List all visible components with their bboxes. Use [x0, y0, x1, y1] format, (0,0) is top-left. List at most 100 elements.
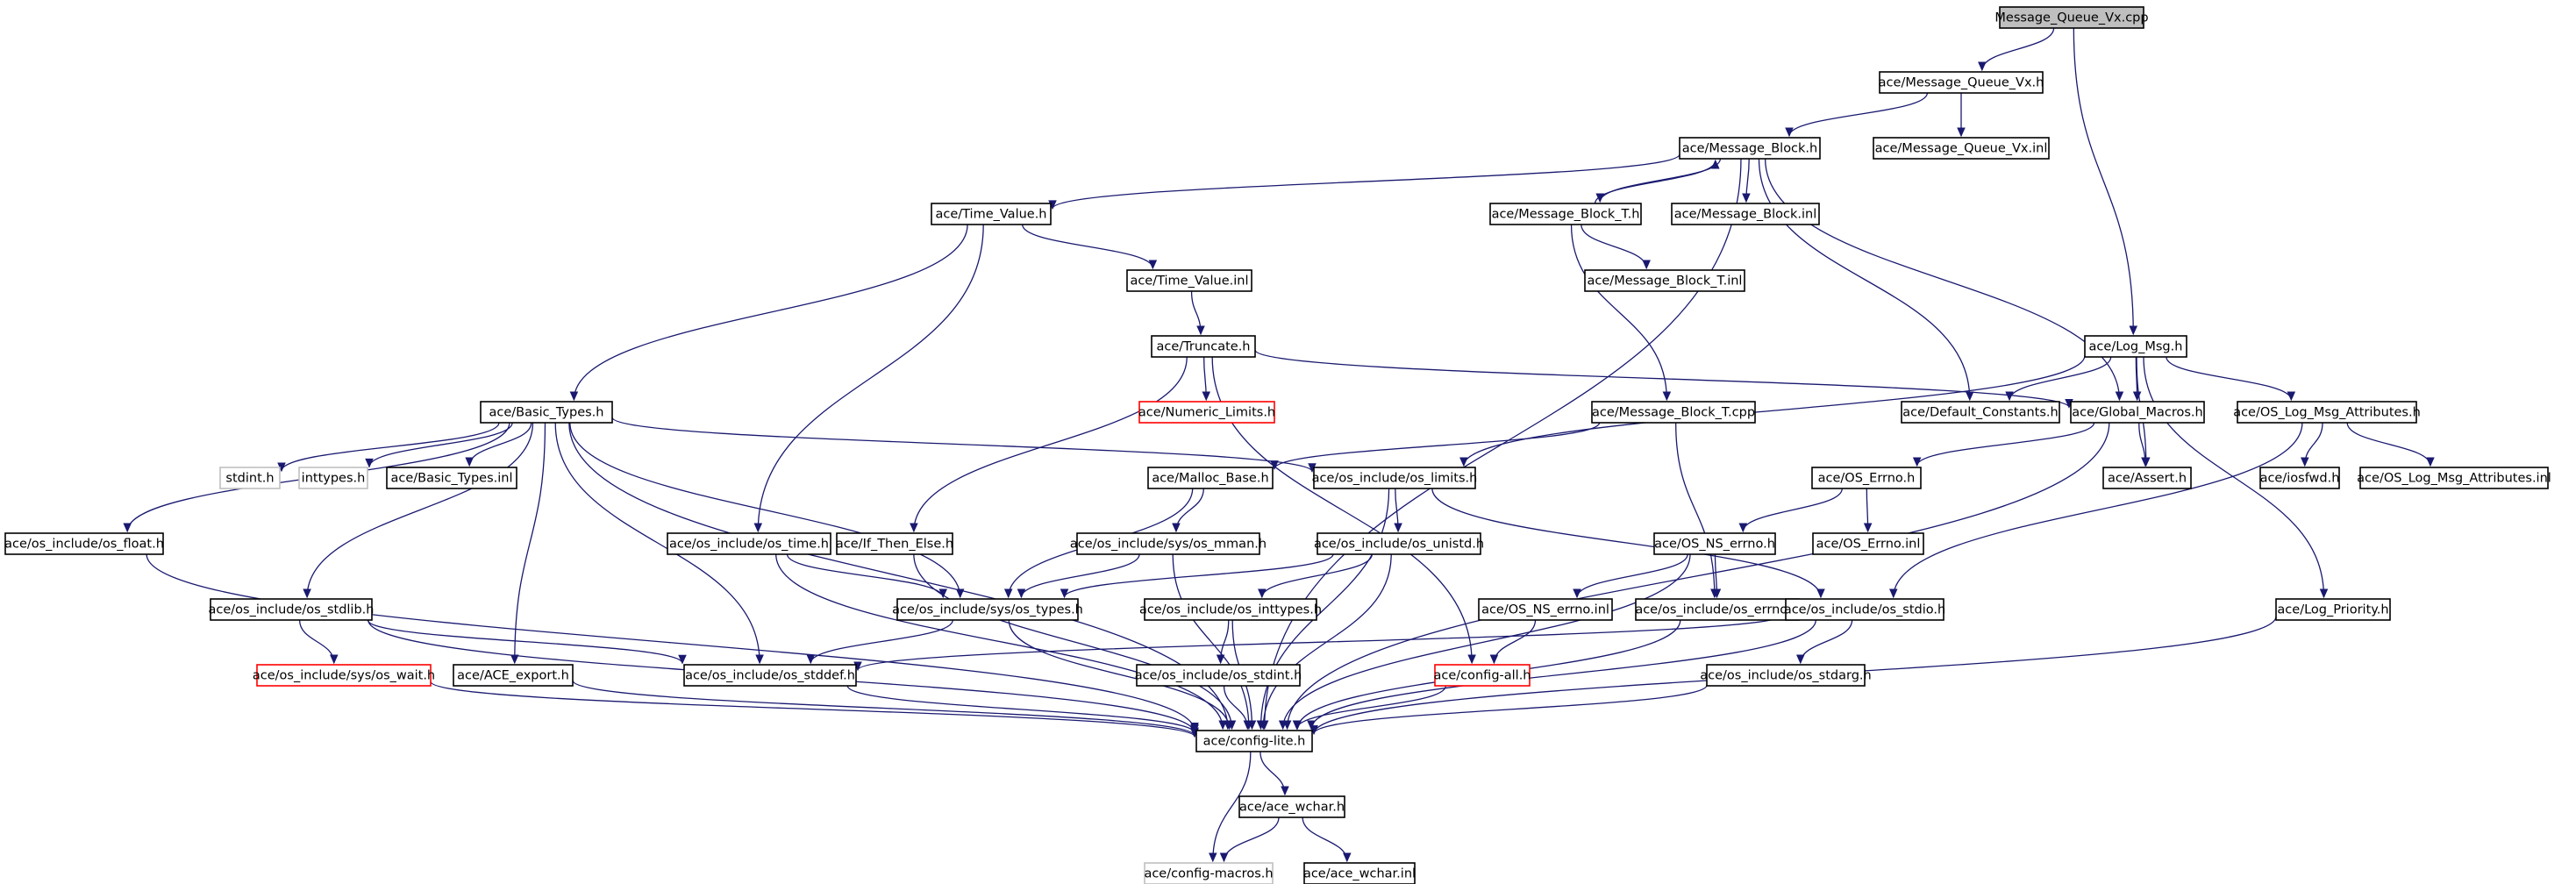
node-box[interactable]	[2070, 401, 2205, 424]
node-box[interactable]	[1195, 730, 1313, 752]
node-box[interactable]	[1706, 664, 1866, 687]
node-numlim-h[interactable]: ace/Numeric_Limits.h	[1138, 401, 1275, 424]
node-box[interactable]	[1679, 137, 1821, 160]
node-box[interactable]	[2259, 467, 2340, 489]
node-box[interactable]	[1785, 598, 1944, 621]
node-errno-h[interactable]: ace/os_include/os_errno.h	[1635, 598, 1800, 621]
node-box[interactable]	[1478, 598, 1613, 621]
node-configall-h[interactable]: ace/config-all.h	[1433, 664, 1531, 687]
node-nserrno-inl[interactable]: ace/OS_NS_errno.inl	[1478, 598, 1613, 621]
node-box[interactable]	[1812, 532, 1924, 555]
node-mb-inl[interactable]: ace/Message_Block.inl	[1671, 203, 1820, 225]
node-box[interactable]	[1238, 795, 1345, 818]
node-box[interactable]	[683, 664, 857, 687]
node-box[interactable]	[1635, 598, 1800, 621]
node-configmacros-h[interactable]: ace/config-macros.h	[1144, 862, 1274, 884]
node-box[interactable]	[1144, 862, 1274, 884]
node-tv-h[interactable]: ace/Time_Value.h	[931, 203, 1052, 225]
node-box[interactable]	[386, 467, 517, 489]
node-float-h[interactable]: ace/os_include/os_float.h	[4, 532, 164, 555]
node-box[interactable]	[480, 401, 613, 424]
node-box[interactable]	[1151, 335, 1256, 358]
node-box[interactable]	[1136, 664, 1301, 687]
node-box[interactable]	[1873, 137, 2050, 160]
node-box[interactable]	[1313, 467, 1476, 489]
node-iosfwd-h[interactable]: ace/iosfwd.h	[2259, 467, 2340, 489]
node-box[interactable]	[1303, 862, 1416, 884]
node-mqvx-h[interactable]: ace/Message_Queue_Vx.h	[1879, 71, 2044, 94]
node-nserrno-h[interactable]: ace/OS_NS_errno.h	[1653, 532, 1776, 555]
node-mman-h[interactable]: ace/os_include/sys/os_mman.h	[1070, 532, 1267, 555]
node-stdint2-h[interactable]: ace/os_include/os_stdint.h	[1135, 664, 1302, 687]
node-stddef-h[interactable]: ace/os_include/os_stddef.h	[683, 664, 857, 687]
node-oserrno-h[interactable]: ace/OS_Errno.h	[1811, 467, 1922, 489]
node-box[interactable]	[210, 598, 373, 621]
node-types-h[interactable]: ace/os_include/sys/os_types.h	[892, 598, 1083, 621]
node-box[interactable]	[836, 532, 953, 555]
node-box[interactable]	[1811, 467, 1922, 489]
node-trunc-h[interactable]: ace/Truncate.h	[1151, 335, 1256, 358]
node-malloc-h[interactable]: ace/Malloc_Base.h	[1147, 467, 1274, 489]
node-box[interactable]	[1138, 401, 1275, 424]
node-box[interactable]	[1901, 401, 2060, 424]
node-mqvx-inl[interactable]: ace/Message_Queue_Vx.inl	[1873, 137, 2050, 160]
node-box[interactable]	[256, 664, 432, 687]
node-stdio-h[interactable]: ace/os_include/os_stdio.h	[1784, 598, 1945, 621]
node-basic-h[interactable]: ace/Basic_Types.h	[480, 401, 613, 424]
node-inttypes-h[interactable]: inttypes.h	[298, 467, 368, 489]
node-box[interactable]	[931, 203, 1052, 225]
node-ite-h[interactable]: ace/If_Then_Else.h	[836, 532, 953, 555]
node-box[interactable]	[219, 467, 281, 489]
node-gm-h[interactable]: ace/Global_Macros.h	[2070, 401, 2205, 424]
node-assert-h[interactable]: ace/Assert.h	[2102, 467, 2192, 489]
node-mbt-h[interactable]: ace/Message_Block_T.h	[1489, 203, 1642, 225]
node-stdarg-h[interactable]: ace/os_include/os_stdarg.h	[1700, 664, 1872, 687]
node-limits-h[interactable]: ace/os_include/os_limits.h	[1312, 467, 1478, 489]
node-box[interactable]	[453, 664, 574, 687]
node-box[interactable]	[2084, 335, 2187, 358]
node-box[interactable]	[1879, 71, 2044, 94]
node-box[interactable]	[1126, 269, 1252, 292]
node-configlite-h[interactable]: ace/config-lite.h	[1195, 730, 1313, 752]
node-oslma-inl[interactable]: ace/OS_Log_Msg_Attributes.inl	[2357, 467, 2551, 489]
node-box[interactable]	[2275, 598, 2391, 621]
node-box[interactable]	[2102, 467, 2192, 489]
node-mqvx-cpp[interactable]: Message_Queue_Vx.cpp	[1994, 6, 2149, 29]
node-unistd-h[interactable]: ace/os_include/os_unistd.h	[1314, 532, 1484, 555]
node-box[interactable]	[1584, 269, 1745, 292]
node-inttypes2-h[interactable]: ace/os_include/os_inttypes.h	[1139, 598, 1322, 621]
node-box[interactable]	[1317, 532, 1481, 555]
node-basic-inl[interactable]: ace/Basic_Types.inl	[386, 467, 517, 489]
node-wait-h[interactable]: ace/os_include/sys/os_wait.h	[253, 664, 435, 687]
node-box[interactable]	[2237, 401, 2417, 424]
node-stdlib-h[interactable]: ace/os_include/os_stdlib.h	[209, 598, 375, 621]
node-defc-h[interactable]: ace/Default_Constants.h	[1901, 401, 2060, 424]
node-oslma-h[interactable]: ace/OS_Log_Msg_Attributes.h	[2233, 401, 2421, 424]
node-wchar-h[interactable]: ace/ace_wchar.h	[1238, 795, 1345, 818]
node-wchar-inl[interactable]: ace/ace_wchar.inl	[1303, 862, 1416, 884]
node-box[interactable]	[1999, 6, 2144, 29]
node-box[interactable]	[4, 532, 164, 555]
node-box[interactable]	[667, 532, 831, 555]
node-tv-inl[interactable]: ace/Time_Value.inl	[1126, 269, 1252, 292]
node-mbt-cpp[interactable]: ace/Message_Block_T.cpp	[1591, 401, 1756, 424]
node-mb-h[interactable]: ace/Message_Block.h	[1679, 137, 1821, 160]
node-stdint-h[interactable]: stdint.h	[219, 467, 281, 489]
node-logprio-h[interactable]: ace/Log_Priority.h	[2275, 598, 2391, 621]
node-time-h[interactable]: ace/os_include/os_time.h	[667, 532, 831, 555]
node-box[interactable]	[1671, 203, 1820, 225]
node-box[interactable]	[1434, 664, 1531, 687]
node-box[interactable]	[1144, 598, 1317, 621]
node-logmsg-h[interactable]: ace/Log_Msg.h	[2084, 335, 2187, 358]
node-export-h[interactable]: ace/ACE_export.h	[453, 664, 574, 687]
node-box[interactable]	[896, 598, 1079, 621]
node-box[interactable]	[1147, 467, 1274, 489]
node-box[interactable]	[1591, 401, 1756, 424]
node-box[interactable]	[298, 467, 368, 489]
node-mbt-inl[interactable]: ace/Message_Block_T.inl	[1584, 269, 1745, 292]
node-box[interactable]	[1076, 532, 1260, 555]
node-box[interactable]	[2359, 467, 2549, 489]
node-box[interactable]	[1489, 203, 1642, 225]
node-box[interactable]	[1653, 532, 1776, 555]
node-oserrno-inl[interactable]: ace/OS_Errno.inl	[1812, 532, 1924, 555]
